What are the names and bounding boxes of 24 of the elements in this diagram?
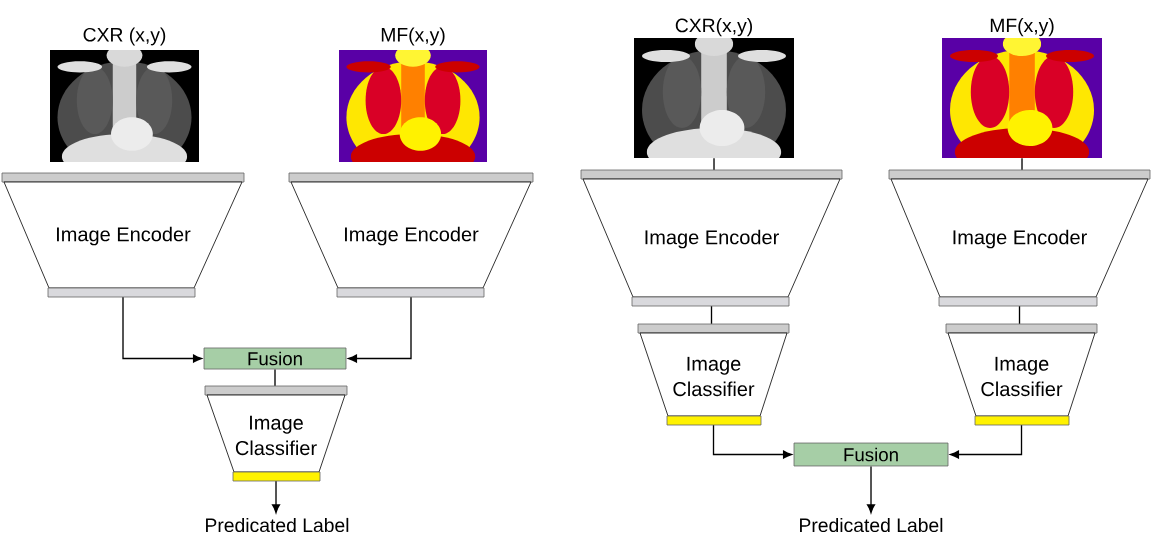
fusion-box: Fusion [793,442,949,467]
output-label: Predicated Label [206,517,349,533]
picture-title: MF(x,y) [990,18,1054,37]
classifier-trapezoid: Image Classifier [204,385,348,482]
classifier-trapezoid: Image Classifier [637,323,790,426]
picture-title: CXR (x,y) [83,27,166,46]
arrow [271,480,281,514]
picture-title: MF(x,y) [381,27,445,46]
output-label: Predicated Label [800,517,943,533]
encoder-trapezoid: Image Encoder [580,169,843,307]
node-label: Image Encoder [953,229,1087,249]
arrow [712,424,792,459]
picture [634,38,794,158]
arrow [348,296,412,363]
encoder-trapezoid: Image Encoder [888,169,1151,307]
fusion-box: Fusion [203,347,347,370]
classifier-trapezoid: Image Classifier [945,323,1098,426]
arrow [866,465,876,514]
picture [942,38,1102,158]
arrow [950,424,1023,459]
picture-title: CXR(x,y) [675,18,752,37]
arrow [122,296,202,363]
encoder-trapezoid: Image Encoder [1,172,245,298]
encoder-trapezoid: Image Encoder [288,172,534,298]
